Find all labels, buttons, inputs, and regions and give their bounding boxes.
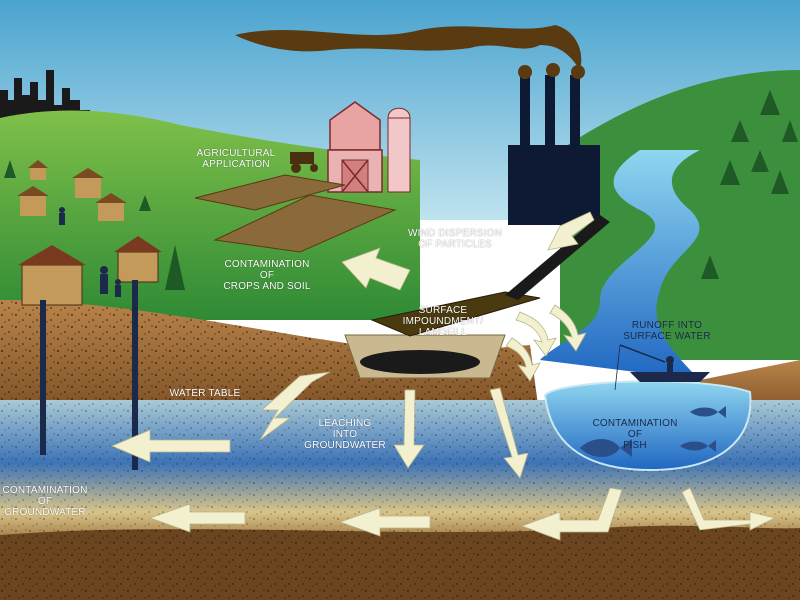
smoke-puff-3 [571,65,585,79]
city-skyline [0,70,90,120]
discharge-pipe [505,215,610,300]
well-pipe-1 [40,300,46,455]
forest-trees [4,90,798,290]
groundwater-arrow-4 [520,487,623,541]
factory [508,75,600,225]
well-pipe-2 [132,280,138,470]
groundwater-arrow-3 [338,507,431,537]
groundwater-arrow-2 [148,503,246,533]
runoff-arrow-2 [549,304,587,352]
crop-field-1 [194,174,346,211]
smoke-down-arrow [547,211,595,251]
people [59,207,121,297]
fishing-boat [614,344,710,391]
tractor [290,152,318,173]
leach-arrow-3 [489,387,529,479]
houses [17,160,162,306]
groundwater-arrow-1 [110,429,231,463]
impoundment-surface [370,291,541,337]
smoke-puff-1 [518,65,532,79]
bedrock-texture [0,525,800,600]
smoke-plume [235,25,582,70]
wind-arrow [341,247,411,291]
landfill-waste [360,350,480,374]
barn [327,101,383,193]
leach-arrow-2 [393,389,425,469]
leach-arrow-1 [259,371,331,441]
crop-field-2 [213,194,397,253]
runoff-arrow-1 [515,311,557,357]
label-water-table: WATER TABLE [169,388,241,399]
smoke-puff-2 [546,63,560,77]
river [540,150,700,380]
groundwater-arrow-5 [681,487,777,531]
fish-group [580,406,726,457]
flow-arrows [110,211,777,541]
runoff-arrow-3 [505,337,541,382]
silo [387,107,411,193]
